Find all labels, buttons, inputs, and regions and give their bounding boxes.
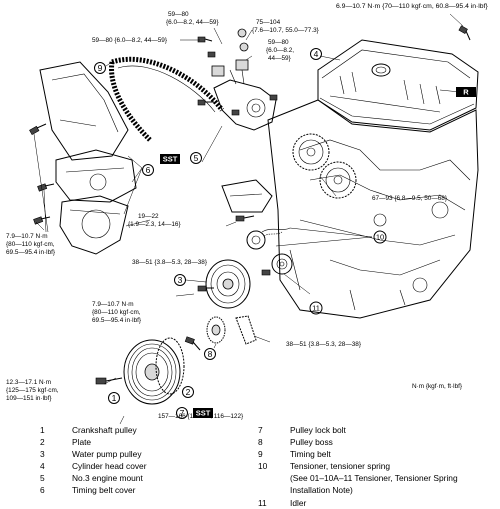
svg-text:SST: SST bbox=[163, 155, 178, 164]
plate bbox=[155, 337, 185, 395]
torque-label-59-80-mid-3: 44—59} bbox=[268, 55, 292, 62]
torque-label-38-51-a: 38—51 {3.8—5.3, 28—38} bbox=[132, 259, 208, 266]
svg-text:2: 2 bbox=[186, 387, 191, 397]
belt-segment bbox=[235, 315, 257, 345]
timing-belt-cover-upper bbox=[39, 61, 129, 161]
callout-11: 11 bbox=[309, 301, 323, 315]
callout-5: 5 bbox=[190, 152, 202, 164]
torque-label-top-right: 6.9—10.7 N·m {70—110 kgf·cm, 60.8—95.4 i… bbox=[336, 3, 488, 10]
legend-item: (See 01–10A–11 Tensioner, Tensioner Spri… bbox=[290, 473, 458, 484]
sst-badge-lower: SST bbox=[193, 408, 213, 418]
torque-label-7-9-mid-1: 7.9—10.7 N·m bbox=[92, 301, 134, 308]
engine-mount bbox=[211, 59, 277, 131]
torque-label-75-104-1: 75—104 bbox=[256, 19, 281, 26]
svg-text:3: 3 bbox=[178, 275, 183, 285]
camshaft-pulley-front bbox=[292, 133, 330, 171]
torque-label-59-80-top-1: 59—80 bbox=[168, 11, 189, 18]
timing-belt bbox=[109, 56, 225, 142]
torque-label-7-9-left-1: 7.9—10.7 N·m bbox=[6, 233, 48, 240]
torque-label-59-80-top-2: {6.0—8.2, 44—59} bbox=[166, 19, 219, 26]
torque-label-7-9-left-2: {80—110 kgf·cm, bbox=[6, 241, 55, 248]
torque-label-67-93: 67—93 {6.8—9.5, 50—68} bbox=[372, 195, 448, 202]
crankshaft-pulley bbox=[123, 339, 181, 405]
callout-3: 3 bbox=[174, 274, 186, 286]
engine-bracket bbox=[221, 179, 273, 222]
svg-text:11: 11 bbox=[312, 304, 320, 313]
callout-8: 8 bbox=[204, 348, 216, 360]
cylinder-head-cover bbox=[317, 39, 479, 131]
svg-text:7: 7 bbox=[180, 408, 185, 418]
svg-text:5: 5 bbox=[194, 153, 199, 163]
torque-label-12-3-1: 12.3—17.1 N·m bbox=[6, 379, 51, 386]
water-pump-pulley bbox=[197, 259, 251, 309]
svg-text:1: 1 bbox=[112, 393, 117, 403]
svg-text:9: 9 bbox=[98, 63, 103, 73]
torque-label-12-3-3: 109—151 in·lbf} bbox=[6, 395, 52, 402]
unit-note: N·m {kgf·m, ft·lbf} bbox=[412, 383, 463, 390]
callout-7: 7 bbox=[176, 407, 188, 419]
svg-text:R: R bbox=[463, 88, 469, 97]
r-badge: R bbox=[456, 87, 476, 97]
idler bbox=[261, 253, 293, 276]
torque-label-59-80-mid-1: 59—80 bbox=[268, 39, 289, 46]
engine-block bbox=[267, 99, 479, 319]
camshaft-pulley-rear bbox=[319, 161, 357, 199]
callout-9: 9 bbox=[94, 62, 106, 74]
callout-6: 6 bbox=[142, 164, 154, 176]
torque-labels: 6.9—10.7 N·m {70—110 kgf·cm, 60.8—95.4 i… bbox=[6, 3, 488, 420]
torque-label-59-80-mid-2: {6.0—8.2, bbox=[266, 47, 294, 54]
torque-label-19-22-1: 19—22 bbox=[138, 213, 159, 220]
timing-belt-cover-middle bbox=[55, 149, 137, 203]
sst-badge-upper: SST bbox=[160, 154, 180, 164]
torque-label-7-9-left-3: 69.5—95.4 in·lbf} bbox=[6, 249, 56, 256]
pulley-boss bbox=[206, 316, 226, 344]
callout-4: 4 bbox=[310, 48, 322, 60]
legend-item: Installation Note) bbox=[290, 485, 353, 496]
torque-label-7-9-mid-3: 69.5—95.4 in·lbf} bbox=[92, 317, 142, 324]
torque-label-12-3-2: {125—175 kgf·cm, bbox=[6, 387, 59, 394]
svg-text:6: 6 bbox=[146, 165, 151, 175]
pulley-lock-bolt bbox=[184, 336, 201, 351]
torque-label-59-80-left: 59—80 {6.0—8.2, 44—59} bbox=[92, 37, 168, 44]
diagram-canvas: 6.9—10.7 N·m {70—110 kgf·cm, 60.8—95.4 i… bbox=[6, 3, 488, 479]
torque-label-38-51-b: 38—51 {3.8—5.3, 28—38} bbox=[286, 341, 362, 348]
callout-2: 2 bbox=[182, 386, 194, 398]
svg-text:4: 4 bbox=[314, 49, 319, 59]
mount-bolts bbox=[197, 25, 471, 116]
callout-10: 10 bbox=[373, 230, 387, 244]
torque-label-19-22-2: {1.9—2.3, 14—16} bbox=[128, 221, 181, 228]
timing-belt-cover-lower bbox=[59, 195, 129, 255]
svg-text:8: 8 bbox=[208, 349, 213, 359]
torque-label-7-9-mid-2: {80—110 kgf·cm, bbox=[92, 309, 141, 316]
torque-label-75-104-2: {7.6—10.7, 55.0—77.3} bbox=[252, 27, 320, 34]
cover-bolts bbox=[29, 123, 55, 225]
crank-bolt bbox=[95, 377, 123, 385]
tensioner bbox=[246, 227, 291, 250]
leader-lines bbox=[33, 13, 464, 479]
svg-text:10: 10 bbox=[376, 233, 384, 242]
svg-text:SST: SST bbox=[196, 409, 211, 418]
callout-1: 1 bbox=[108, 392, 120, 404]
